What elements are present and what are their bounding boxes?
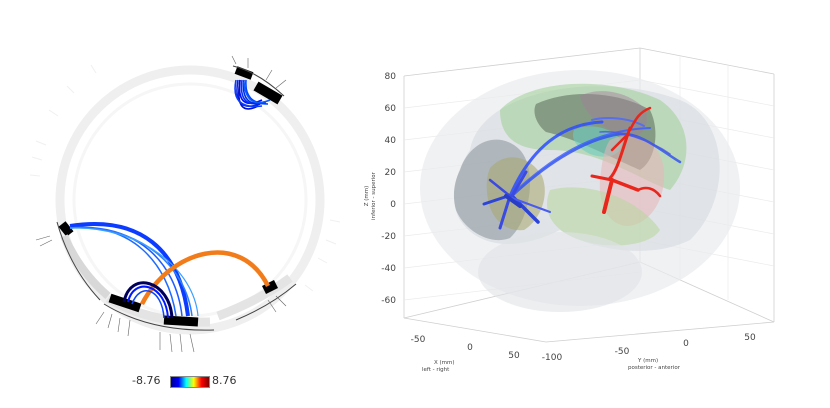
connectogram-ticks <box>29 64 341 292</box>
colorbar-min-label: -8.76 <box>132 374 161 387</box>
z-tick-60: 60 <box>385 104 397 114</box>
z-tick-20: 20 <box>385 168 397 178</box>
z-tick-m20: -20 <box>381 232 396 242</box>
x-tick-50: 50 <box>508 351 520 361</box>
connectogram <box>29 55 341 353</box>
z-tick-m40: -40 <box>381 264 396 274</box>
colorbar <box>170 376 210 388</box>
blue-connection-bundle <box>69 222 199 317</box>
y-tick-50: 50 <box>744 333 756 343</box>
connectogram-ring-inner <box>72 82 308 318</box>
z-tick-m60: -60 <box>381 296 396 306</box>
y-axis-label: Y (mm) <box>637 358 658 364</box>
node-group-bottom <box>103 293 215 331</box>
z-tick-40: 40 <box>385 136 397 146</box>
x-axis-sublabel: left - right <box>422 367 450 373</box>
brain-3d-axes: 80 60 40 20 0 -20 -40 -60 Z (mm) inferio… <box>364 47 775 373</box>
node-group-left <box>56 221 111 301</box>
positive-edges <box>590 106 662 214</box>
y-tick-m50: -50 <box>615 347 630 357</box>
z-tick-0: 0 <box>390 200 396 210</box>
z-axis-label: Z (mm) <box>364 186 370 207</box>
y-tick-0: 0 <box>683 339 689 349</box>
y-axis: -100 -50 0 50 Y (mm) posterior - anterio… <box>542 333 756 371</box>
dark-connection-loop <box>122 281 174 319</box>
brain-surface <box>420 70 740 312</box>
x-axis-label: X (mm) <box>434 360 455 366</box>
z-tick-80: 80 <box>385 72 397 82</box>
node-group-top-right <box>232 65 285 110</box>
y-axis-sublabel: posterior - anterior <box>628 365 681 371</box>
z-axis-sublabel: inferior - superior <box>371 171 377 220</box>
colorbar-max-label: 8.76 <box>212 374 237 387</box>
y-tick-m100: -100 <box>542 353 563 363</box>
x-tick-m50: -50 <box>411 335 426 345</box>
x-axis: -50 0 50 X (mm) left - right <box>411 335 520 373</box>
node-labels <box>35 55 287 353</box>
node-group-right-bottom <box>216 274 297 321</box>
x-tick-0: 0 <box>467 343 473 353</box>
z-axis: 80 60 40 20 0 -20 -40 -60 Z (mm) inferio… <box>364 72 396 306</box>
